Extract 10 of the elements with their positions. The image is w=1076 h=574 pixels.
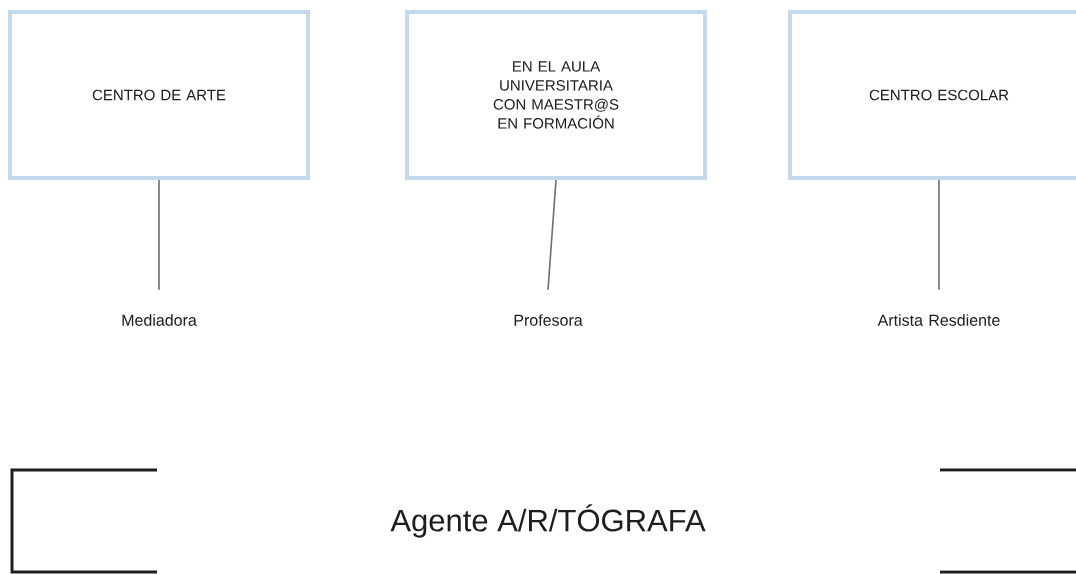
place-box: CENTRO ESCOLAR: [788, 10, 1076, 180]
connector-line: [158, 179, 160, 291]
bracket-frame: Agente A/R/TÓGRAFA: [10, 468, 1076, 574]
role-label: Mediadora: [122, 314, 197, 326]
place-box: EN EL AULA UNIVERSITARIA CON MAESTR@S EN FORMACIÓN: [405, 10, 707, 180]
role-label: Profesora: [514, 314, 583, 326]
place-box: CENTRO DE ARTE: [8, 10, 310, 180]
connector-line: [547, 179, 557, 291]
connector-line: [938, 179, 940, 291]
role-label: Artista Resdiente: [877, 314, 1000, 326]
